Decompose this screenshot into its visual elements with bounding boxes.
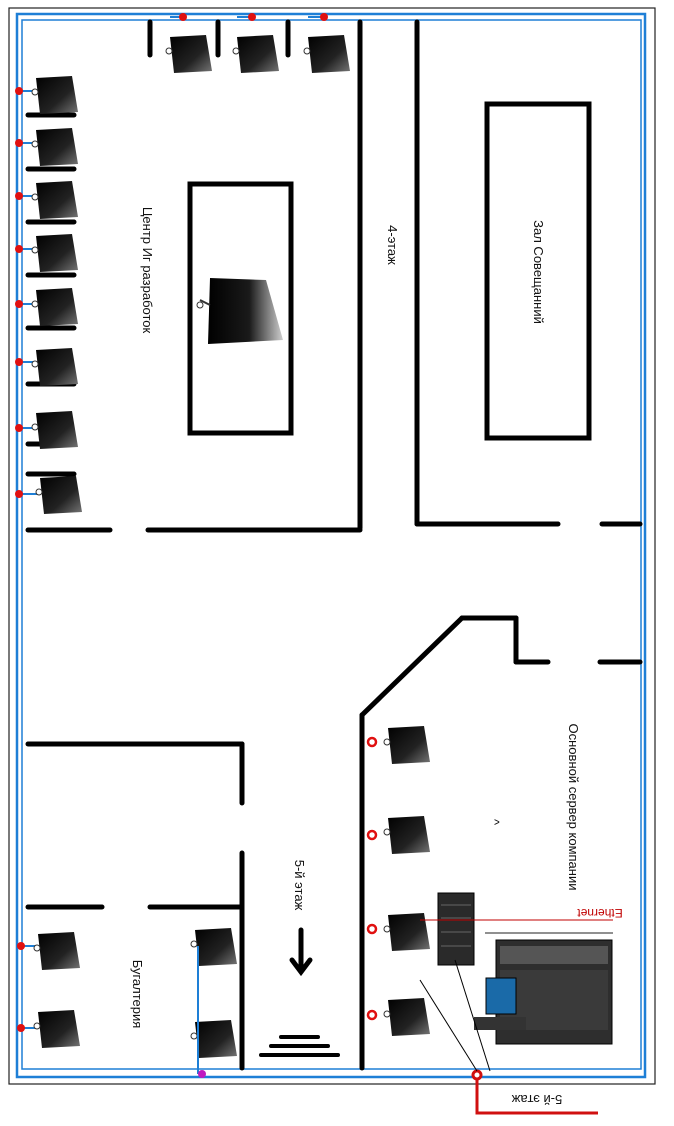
workstation-12 (232, 13, 279, 73)
monitor-icon (170, 35, 212, 73)
stairs (259, 1035, 340, 1057)
walls (25, 19, 643, 1071)
cable-ring-inner (21, 19, 642, 1070)
network-node (248, 13, 256, 21)
workstation-14 (190, 928, 237, 966)
building-outline (8, 7, 656, 1085)
monitor-icon (36, 181, 78, 219)
network-node (366, 829, 378, 841)
network-node (17, 1024, 25, 1032)
junction-node (198, 1070, 206, 1078)
monitor-icon (388, 726, 430, 764)
network-port-icon (31, 140, 39, 148)
network-node (366, 923, 378, 935)
network-port-icon (165, 47, 173, 55)
network-port-icon (33, 944, 41, 952)
network-port-icon (232, 47, 240, 55)
workstation-13 (303, 13, 350, 73)
workstation-17 (366, 816, 430, 854)
monitor-icon (195, 928, 237, 966)
network-port-icon (383, 738, 391, 746)
monitor-icon (38, 932, 80, 970)
meeting-room-label: Зал Совещанний (531, 220, 546, 324)
network-node (320, 13, 328, 21)
server-link (419, 979, 478, 1072)
monitor-icon (36, 128, 78, 166)
monitor-icon (237, 35, 279, 73)
workstation-8 (15, 476, 82, 514)
workstation-11 (165, 13, 212, 73)
workstation-19 (366, 998, 430, 1036)
monitor-icon (308, 35, 350, 73)
floor4-label: 4-этаж (385, 225, 400, 265)
network-node (179, 13, 187, 21)
monitor-icon (36, 348, 78, 386)
monitor-icon (36, 411, 78, 449)
accounting-label: Бугалтерия (130, 960, 145, 1029)
main-server-label: Основной сервер компании (566, 724, 581, 891)
workstation-7 (15, 411, 78, 449)
monitor-icon (40, 476, 82, 514)
network-node (366, 1009, 378, 1021)
network-port-icon (383, 828, 391, 836)
workstation-4 (15, 234, 78, 272)
ethernet-label: Ethernet (577, 906, 623, 920)
down-arrow-icon (289, 927, 313, 977)
workstation-3 (15, 181, 78, 219)
workstations (15, 13, 430, 1074)
network-node (15, 424, 23, 432)
network-port-icon (383, 1010, 391, 1018)
network-node (15, 192, 23, 200)
workstation-16 (366, 726, 430, 764)
monitor-icon (36, 288, 78, 326)
network-node (15, 87, 23, 95)
network-port-icon (33, 1022, 41, 1030)
main-server (420, 892, 613, 1045)
cable-ring (15, 12, 647, 1079)
monitor-icon (388, 998, 430, 1036)
network-node (15, 139, 23, 147)
network-port-icon (31, 88, 39, 96)
presentation-screen (196, 278, 283, 344)
uplink-node (471, 1069, 483, 1081)
monitor-icon (38, 1010, 80, 1048)
floor5-bottom-label: 5-й этаж (511, 1092, 562, 1107)
network-node (15, 300, 23, 308)
monitor-icon (388, 816, 430, 854)
network-node (366, 736, 378, 748)
it-center-table (187, 181, 294, 436)
network-port-icon (383, 925, 391, 933)
network-port-icon (190, 1032, 198, 1040)
network-node (15, 358, 23, 366)
monitor-icon (388, 913, 430, 951)
caret-mark: ^ (487, 819, 502, 826)
network-node (15, 490, 23, 498)
meeting-room-table (484, 101, 592, 441)
workstation-2 (15, 128, 78, 166)
monitor-icon (195, 1020, 237, 1058)
network-port-icon (31, 360, 39, 368)
uplink-cable (475, 1075, 598, 1115)
workstation-10 (17, 1010, 80, 1048)
server-link (454, 959, 491, 1072)
network-port-icon (35, 488, 43, 496)
network-port-icon (31, 423, 39, 431)
network-port-icon (31, 300, 39, 308)
monitor-icon (36, 76, 78, 114)
network-port-icon (31, 193, 39, 201)
network-node (17, 942, 25, 950)
it-center-label: Центр Иг разработок (140, 207, 155, 334)
network-port-icon (31, 246, 39, 254)
workstation-5 (15, 288, 78, 326)
floor5-arrow-label: 5-й этаж (292, 860, 307, 911)
workstation-1 (15, 76, 78, 114)
monitor-icon (36, 234, 78, 272)
network-port-icon (303, 47, 311, 55)
network-port-icon (190, 940, 198, 948)
workstation-6 (15, 348, 78, 386)
workstation-9 (17, 932, 80, 970)
workstation-18 (366, 913, 430, 951)
network-node (15, 245, 23, 253)
